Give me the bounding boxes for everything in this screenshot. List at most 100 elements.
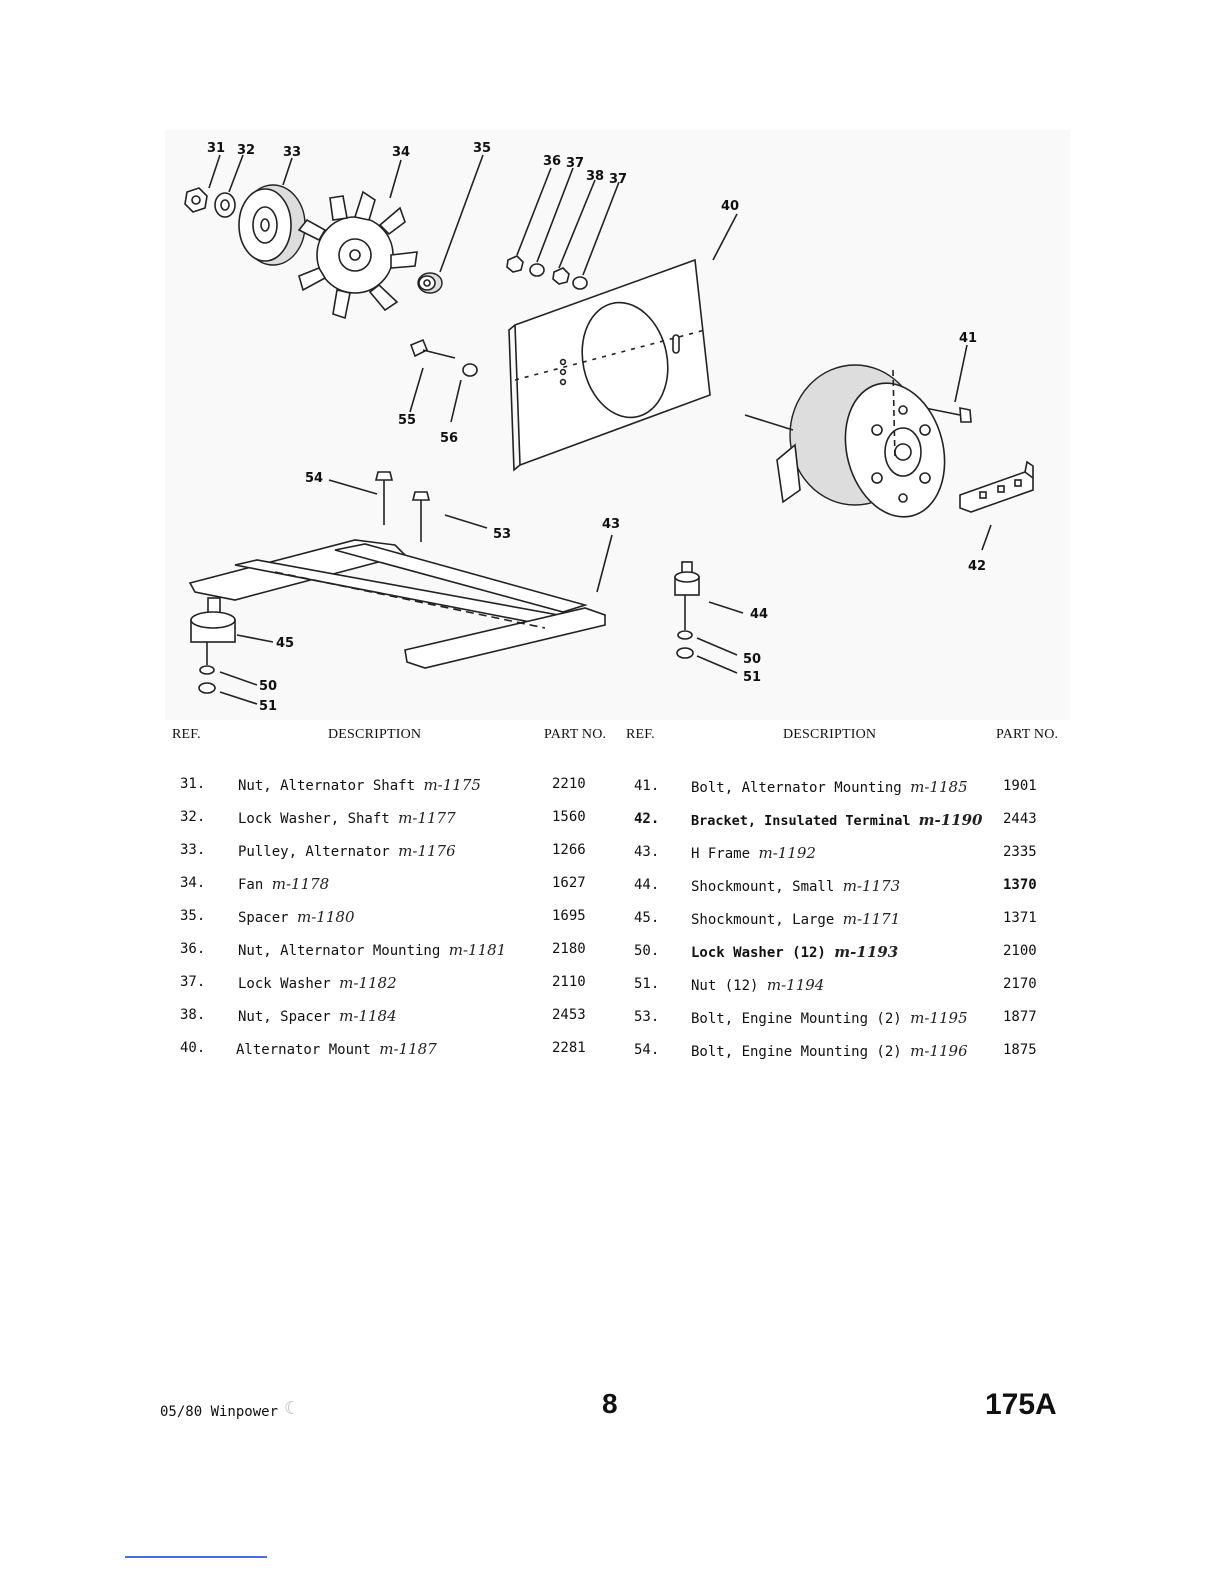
callout-35: 35	[473, 141, 491, 156]
row-part-no: 2170	[1003, 976, 1037, 992]
callout-34: 34	[392, 145, 410, 160]
row-description: Lock Washer (12) m-1193	[691, 943, 899, 961]
table-row: 45.	[634, 910, 660, 926]
row-description: Nut, Alternator Mounting m-1181	[238, 941, 507, 959]
row-description: Nut (12) m-1194	[691, 976, 825, 994]
exploded-parts-diagram: 31 32 33 34 35 36 37 38 37 40 41 42 43 4…	[165, 130, 1070, 720]
header-part-no-left: PART NO.	[544, 727, 607, 742]
table-row: 40.	[180, 1040, 206, 1056]
table-row: 43.	[634, 844, 660, 860]
callout-40: 40	[721, 199, 739, 214]
handwritten-note: m-1178	[271, 875, 330, 893]
handwritten-note: m-1177	[398, 809, 456, 827]
part-32-lock-washer	[214, 192, 236, 218]
part-42-bracket	[959, 460, 1034, 513]
callout-41: 41	[959, 331, 977, 346]
row-part-no: 2453	[552, 1007, 586, 1023]
table-row: 42.	[634, 811, 660, 827]
header-description-left: DESCRIPTION	[328, 727, 422, 742]
callout-44: 44	[750, 607, 768, 622]
row-description: Lock Washer m-1182	[238, 974, 397, 992]
handwritten-note: m-1194	[766, 976, 825, 994]
leader-lines	[208, 154, 992, 705]
handwritten-note: m-1182	[339, 974, 397, 992]
callout-43: 43	[602, 517, 620, 532]
table-row: 33.	[180, 842, 206, 858]
row-part-no: 1695	[552, 908, 586, 924]
part-34-fan	[297, 190, 418, 320]
row-part-no: 1371	[1003, 910, 1037, 926]
header-part-no-right: PART NO.	[996, 727, 1059, 742]
table-row: 50.	[634, 943, 660, 959]
handwritten-note: m-1192	[758, 844, 816, 862]
callout-45: 45	[276, 636, 294, 651]
table-row: 53.	[634, 1009, 660, 1025]
bottom-rule	[125, 1556, 267, 1558]
table-row: 44.	[634, 877, 660, 893]
row-description: Pulley, Alternator m-1176	[238, 842, 456, 860]
row-part-no: 1560	[552, 809, 586, 825]
handwritten-note: m-1171	[842, 910, 901, 928]
callout-51-left: 51	[259, 699, 277, 714]
row-part-no: 1877	[1003, 1009, 1037, 1025]
callout-32: 32	[237, 143, 255, 158]
handwritten-note: m-1176	[398, 842, 456, 860]
callout-37: 37	[566, 156, 584, 171]
row-description: H Frame m-1192	[691, 844, 816, 862]
table-row: 34.	[180, 875, 206, 891]
row-description: Bolt, Engine Mounting (2) m-1195	[691, 1009, 968, 1027]
row-description: Nut, Alternator Shaft m-1175	[238, 776, 481, 794]
row-description: Lock Washer, Shaft m-1177	[238, 809, 456, 827]
header-description-right: DESCRIPTION	[783, 727, 877, 742]
row-description: Fan m-1178	[238, 875, 330, 893]
part-45-shockmount-large	[190, 597, 236, 694]
callout-42: 42	[968, 559, 986, 574]
footer-date-brand: 05/80 Winpower	[160, 1404, 279, 1420]
handwritten-note: m-1190	[918, 811, 983, 829]
callout-54: 54	[305, 471, 323, 486]
table-row: 36.	[180, 941, 206, 957]
row-description: Spacer m-1180	[238, 908, 355, 926]
handwritten-note: m-1196	[910, 1042, 968, 1060]
part-36-38-nuts-washers	[506, 255, 588, 290]
handwritten-note: m-1175	[423, 776, 481, 794]
table-row: 37.	[180, 974, 206, 990]
row-part-no: 2210	[552, 776, 586, 792]
row-part-no: 2335	[1003, 844, 1037, 860]
row-part-no: 1875	[1003, 1042, 1037, 1058]
row-part-no: 2100	[1003, 943, 1037, 959]
callout-56: 56	[440, 431, 458, 446]
row-part-no: 2180	[552, 941, 586, 957]
row-part-no: 2281	[552, 1040, 586, 1056]
table-row: 38.	[180, 1007, 206, 1023]
part-53-54-engine-bolts	[374, 471, 431, 542]
row-part-no: 1266	[552, 842, 586, 858]
header-ref-left: REF.	[172, 727, 201, 742]
callout-53: 53	[493, 527, 511, 542]
handwritten-note: m-1193	[834, 943, 899, 961]
row-description: Bracket, Insulated Terminal m-1190	[691, 811, 983, 829]
part-35-spacer	[417, 272, 443, 294]
table-row: 51.	[634, 976, 660, 992]
callout-50-left: 50	[259, 679, 277, 694]
row-description: Shockmount, Small m-1173	[691, 877, 901, 895]
row-part-no: 1901	[1003, 778, 1037, 794]
row-part-no: 2110	[552, 974, 586, 990]
callout-55: 55	[398, 413, 416, 428]
table-row: 32.	[180, 809, 206, 825]
part-33-pulley	[238, 184, 306, 266]
row-part-no: 2443	[1003, 811, 1037, 827]
model-number: 175A	[985, 1388, 1057, 1421]
logo-mark-icon: ☾	[284, 1398, 301, 1419]
callout-31: 31	[207, 141, 225, 156]
callout-36: 36	[543, 154, 561, 169]
table-row: 35.	[180, 908, 206, 924]
row-description: Shockmount, Large m-1171	[691, 910, 901, 928]
handwritten-note: m-1180	[297, 908, 355, 926]
part-31-nut	[184, 187, 208, 213]
row-description: Alternator Mount m-1187	[236, 1040, 437, 1058]
handwritten-note: m-1195	[910, 1009, 968, 1027]
handwritten-note: m-1187	[379, 1040, 437, 1058]
table-row: 31.	[180, 776, 206, 792]
handwritten-note: m-1184	[339, 1007, 397, 1025]
